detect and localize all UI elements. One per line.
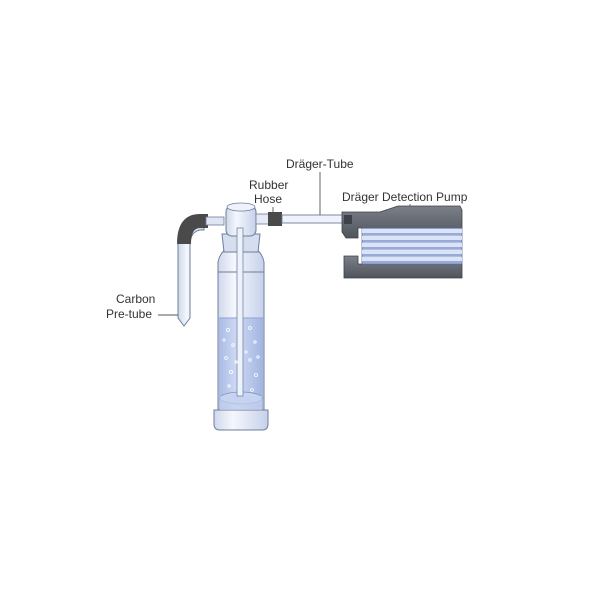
rubber-hose bbox=[268, 212, 282, 226]
bottle-inlet-pipe bbox=[236, 227, 244, 397]
drager-tube bbox=[281, 214, 345, 224]
carbon-pre-tube bbox=[177, 214, 225, 327]
carbon-pre-tube-rubber-elbow bbox=[177, 214, 208, 244]
bottle-side-outlet bbox=[255, 213, 271, 225]
label-rubber-hose-line2: Hose bbox=[254, 192, 282, 206]
label-drager-tube: Dräger-Tube bbox=[286, 157, 354, 171]
detection-pump bbox=[341, 205, 463, 279]
tube-assembly bbox=[268, 212, 345, 226]
bubbles bbox=[222, 326, 260, 392]
washing-bottle bbox=[213, 202, 271, 431]
labels: Dräger-Tube Rubber Hose Dräger Detection… bbox=[106, 157, 468, 321]
carbon-pre-tube-connector bbox=[205, 216, 225, 226]
bottle-base bbox=[213, 409, 269, 431]
label-detection-pump: Dräger Detection Pump bbox=[342, 190, 468, 204]
pump-bellows bbox=[361, 227, 463, 265]
label-rubber-hose-line1: Rubber bbox=[249, 178, 288, 192]
label-carbon-line1: Carbon bbox=[116, 292, 155, 306]
leader-lines bbox=[158, 172, 411, 316]
label-carbon-line2: Pre-tube bbox=[106, 307, 152, 321]
pump-tube-socket bbox=[344, 215, 352, 224]
